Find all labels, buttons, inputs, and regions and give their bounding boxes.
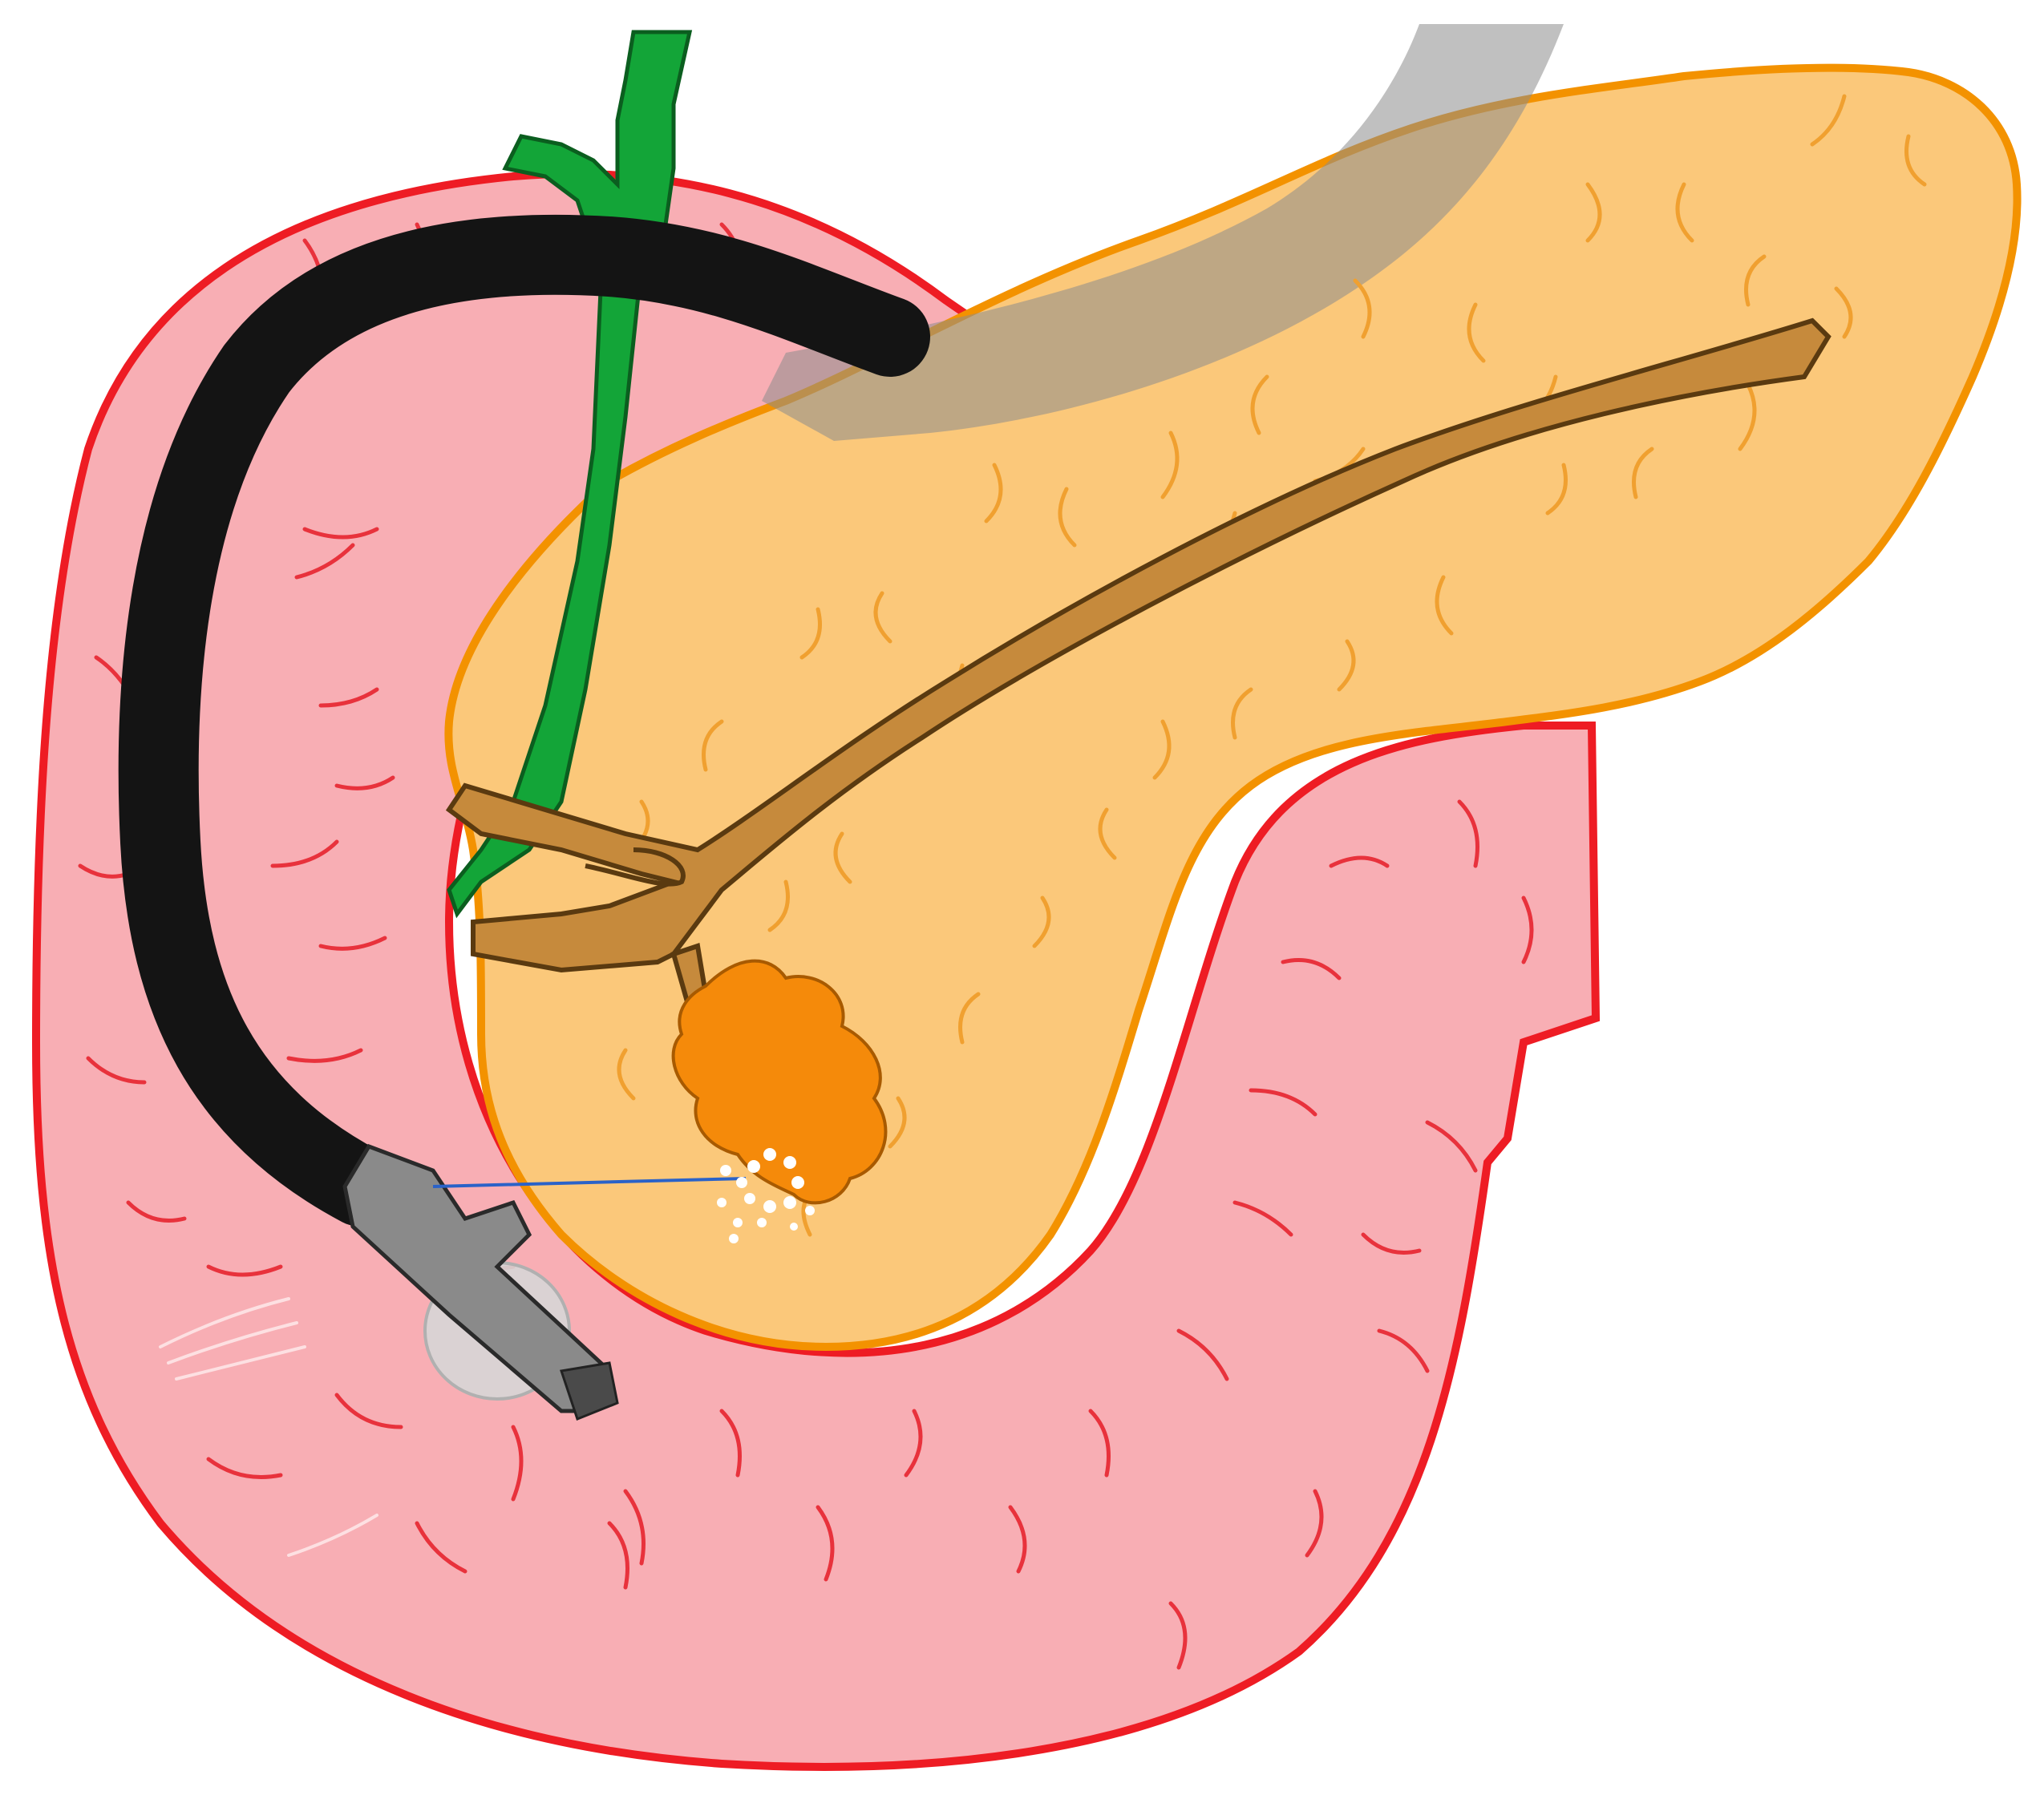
duodenum [31, 169, 1601, 1771]
needle-tip-dots [717, 1148, 815, 1243]
stomach-scope-overlay [762, 24, 1564, 441]
duodenoscope-shaft [118, 214, 930, 1227]
duct-branch-loop [585, 847, 686, 887]
pancreatic-tumor [671, 959, 888, 1205]
fna-needle [432, 1177, 747, 1188]
scope-tip-channel [560, 1361, 619, 1421]
echoendoscope-tip [342, 1143, 619, 1421]
pancreatic-duct [445, 317, 1832, 973]
duodenum-light-folds [159, 1297, 378, 1557]
